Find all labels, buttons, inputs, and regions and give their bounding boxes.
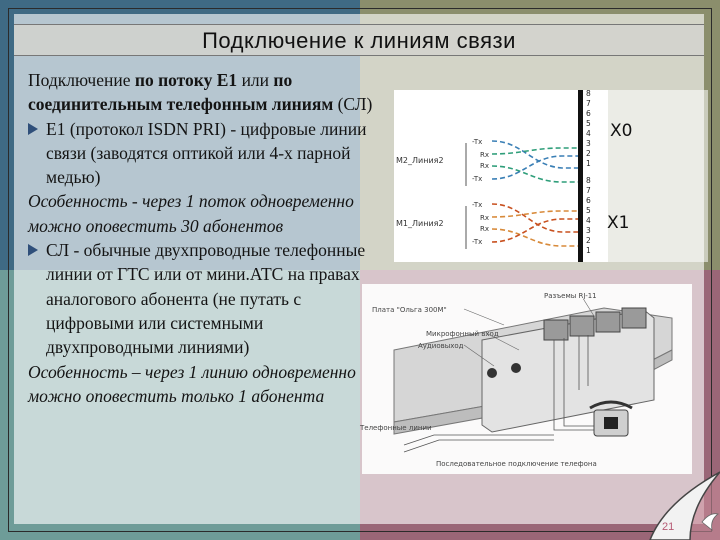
intro-paragraph: Подключение по потоку Е1 или по соединит… [28, 68, 373, 117]
signal-rx-b-2: Rx [480, 225, 489, 233]
pin-5-b: 5 [586, 206, 591, 215]
pin-8: 8 [586, 89, 591, 98]
mic-label: Микрофонный вход [426, 330, 499, 338]
pin-numbers-upper: 8 7 6 5 4 3 2 1 [586, 89, 591, 168]
signal-tx-top: -Tx [472, 138, 482, 146]
line-label-m1: М1_Линия2 [396, 219, 444, 228]
line-label-m2: М2_Линия2 [396, 156, 444, 165]
page-number: 21 [662, 521, 675, 533]
signal-rx-a: Rx [480, 151, 489, 159]
pin-2-b: 2 [586, 236, 591, 245]
note-sl-text: Особенность – через 1 линию одновременно… [28, 361, 356, 406]
pin-1: 1 [586, 159, 591, 168]
wiring-diagram: М2_Линия2 М1_Линия2 -Tx Rx Rx -Tx -Tx Rx… [396, 89, 632, 262]
triangle-bullet-icon [28, 244, 38, 257]
signal-rx-a-2: Rx [480, 214, 489, 222]
audio-label: Аудиовыход [418, 342, 464, 350]
pin-4: 4 [586, 129, 591, 138]
slide-frame [8, 8, 712, 532]
bullet-sl: СЛ - обычные двухпроводные телефонные ли… [28, 238, 373, 359]
rj-connector-label: Разъемы RJ-11 [544, 292, 597, 300]
pin-7-b: 7 [586, 186, 591, 195]
slide-title: Подключение к линиям связи [202, 28, 516, 53]
rj11-connectors [543, 307, 647, 341]
triangle-bullet-icon [28, 122, 38, 135]
page-curl-decoration [649, 471, 720, 540]
pin-8-b: 8 [586, 176, 591, 185]
pin-6-b: 6 [586, 196, 591, 205]
mic-jack [487, 368, 497, 378]
bullet-sl-text: СЛ - обычные двухпроводные телефонные ли… [46, 240, 366, 358]
bullet-e1: Е1 (протокол ISDN PRI) - цифровые линии … [28, 117, 373, 190]
wiring-diagram-port-area [608, 90, 708, 262]
telephone-icon [589, 400, 633, 437]
note-e1-text: Особенность - через 1 поток одновременно… [28, 191, 354, 236]
intro-e1: по потоку Е1 [134, 70, 238, 90]
pin-3: 3 [586, 139, 591, 148]
intro-or: или [237, 70, 274, 90]
signal-tx-bottom-2: -Tx [472, 238, 482, 246]
pin-5: 5 [586, 119, 591, 128]
phone-caption: Последовательное подключение телефона [436, 460, 597, 468]
wiring-diagram-background [394, 90, 608, 262]
port-label-x0: X0 [610, 121, 632, 141]
signal-tx-top-2: -Tx [472, 201, 482, 209]
note-sl: Особенность – через 1 линию одновременно… [28, 360, 373, 409]
signal-tx-bottom: -Tx [472, 175, 482, 183]
port-label-x1: X1 [607, 213, 629, 233]
card-illustration: Разъемы RJ-11 Плата "Ольга 300М" Микрофо… [359, 284, 692, 474]
slide-body-text: Подключение по потоку Е1 или по соединит… [28, 68, 373, 408]
bullet-e1-text: Е1 (протокол ISDN PRI) - цифровые линии … [46, 118, 367, 188]
pin-6: 6 [586, 109, 591, 118]
intro-prefix: Подключение [28, 70, 135, 90]
connector-strip [578, 90, 583, 262]
pin-numbers-lower: 8 7 6 5 4 3 2 1 [586, 176, 591, 255]
pin-3-b: 3 [586, 226, 591, 235]
title-bar: Подключение к линиям связи [14, 24, 704, 56]
pin-7: 7 [586, 99, 591, 108]
lines-label: Телефонные линии [359, 424, 432, 432]
pin-2: 2 [586, 149, 591, 158]
signal-rx-b: Rx [480, 162, 489, 170]
intro-trunk-lines: по соединительным телефонным линиям [28, 70, 334, 115]
pin-4-b: 4 [586, 216, 591, 225]
audio-jack [511, 363, 521, 373]
card-label: Плата "Ольга 300М" [372, 306, 447, 314]
intro-suffix: (СЛ) [333, 94, 373, 115]
pin-1-b: 1 [586, 246, 591, 255]
note-e1: Особенность - через 1 поток одновременно… [28, 189, 373, 238]
